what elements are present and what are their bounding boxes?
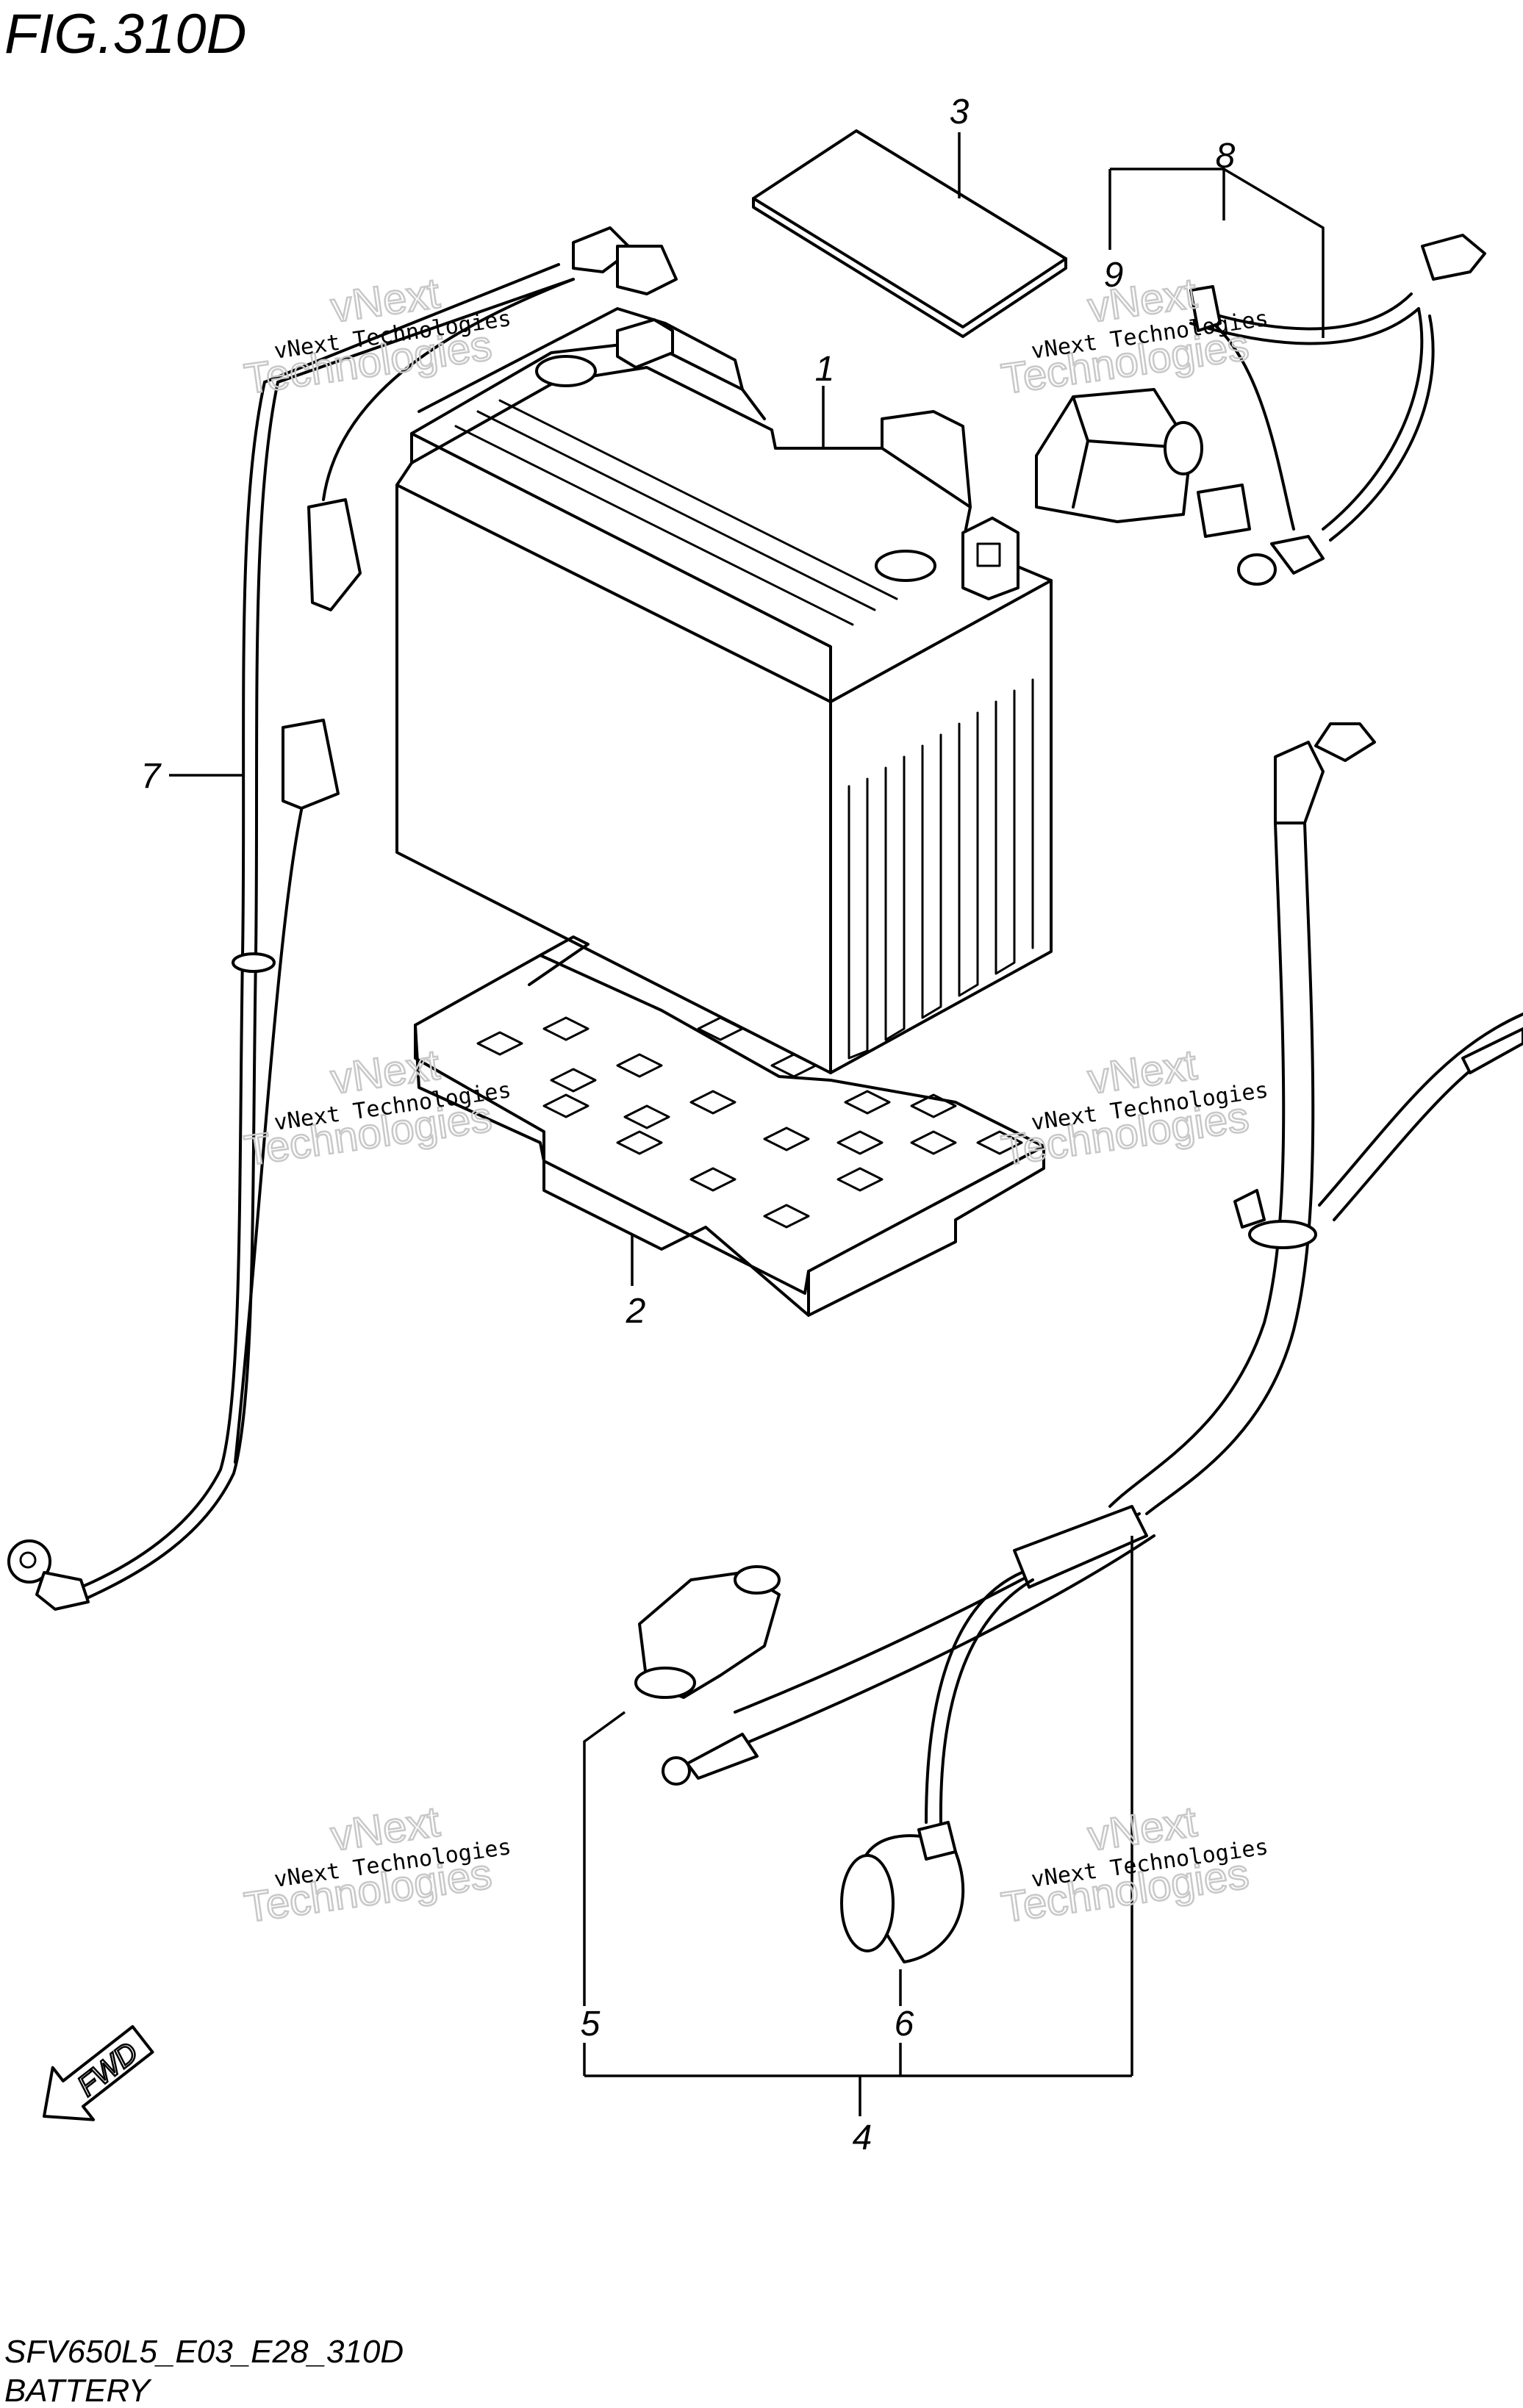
figure-code: SFV650L5_E03_E28_310D (4, 2334, 404, 2370)
part-8-harness (1189, 234, 1486, 586)
callout-7: 7 (141, 757, 162, 796)
callout-2: 2 (626, 1292, 646, 1331)
part-4-cable (662, 722, 1523, 1824)
part-9-terminal-cap (1035, 388, 1203, 523)
part-5-boot (634, 1565, 781, 1699)
part-3-pad (752, 129, 1067, 338)
part-2-tray (414, 935, 1045, 1317)
callout-4: 4 (853, 2118, 872, 2157)
callout-3: 3 (950, 93, 970, 132)
callout-1: 1 (815, 350, 835, 389)
leader-lines (169, 132, 1325, 2116)
part-6-cap (840, 1821, 965, 1963)
callout-8: 8 (1216, 137, 1236, 176)
callout-9: 9 (1104, 256, 1124, 295)
figure-name: BATTERY (4, 2373, 152, 2408)
forward-arrow-icon: FWD (43, 2025, 154, 2121)
part-7-harness (7, 226, 678, 1611)
callout-6: 6 (895, 2005, 914, 2044)
figure-title: FIG.310D (4, 3, 246, 65)
part-1-battery (395, 307, 1053, 1074)
callout-5: 5 (581, 2005, 601, 2044)
